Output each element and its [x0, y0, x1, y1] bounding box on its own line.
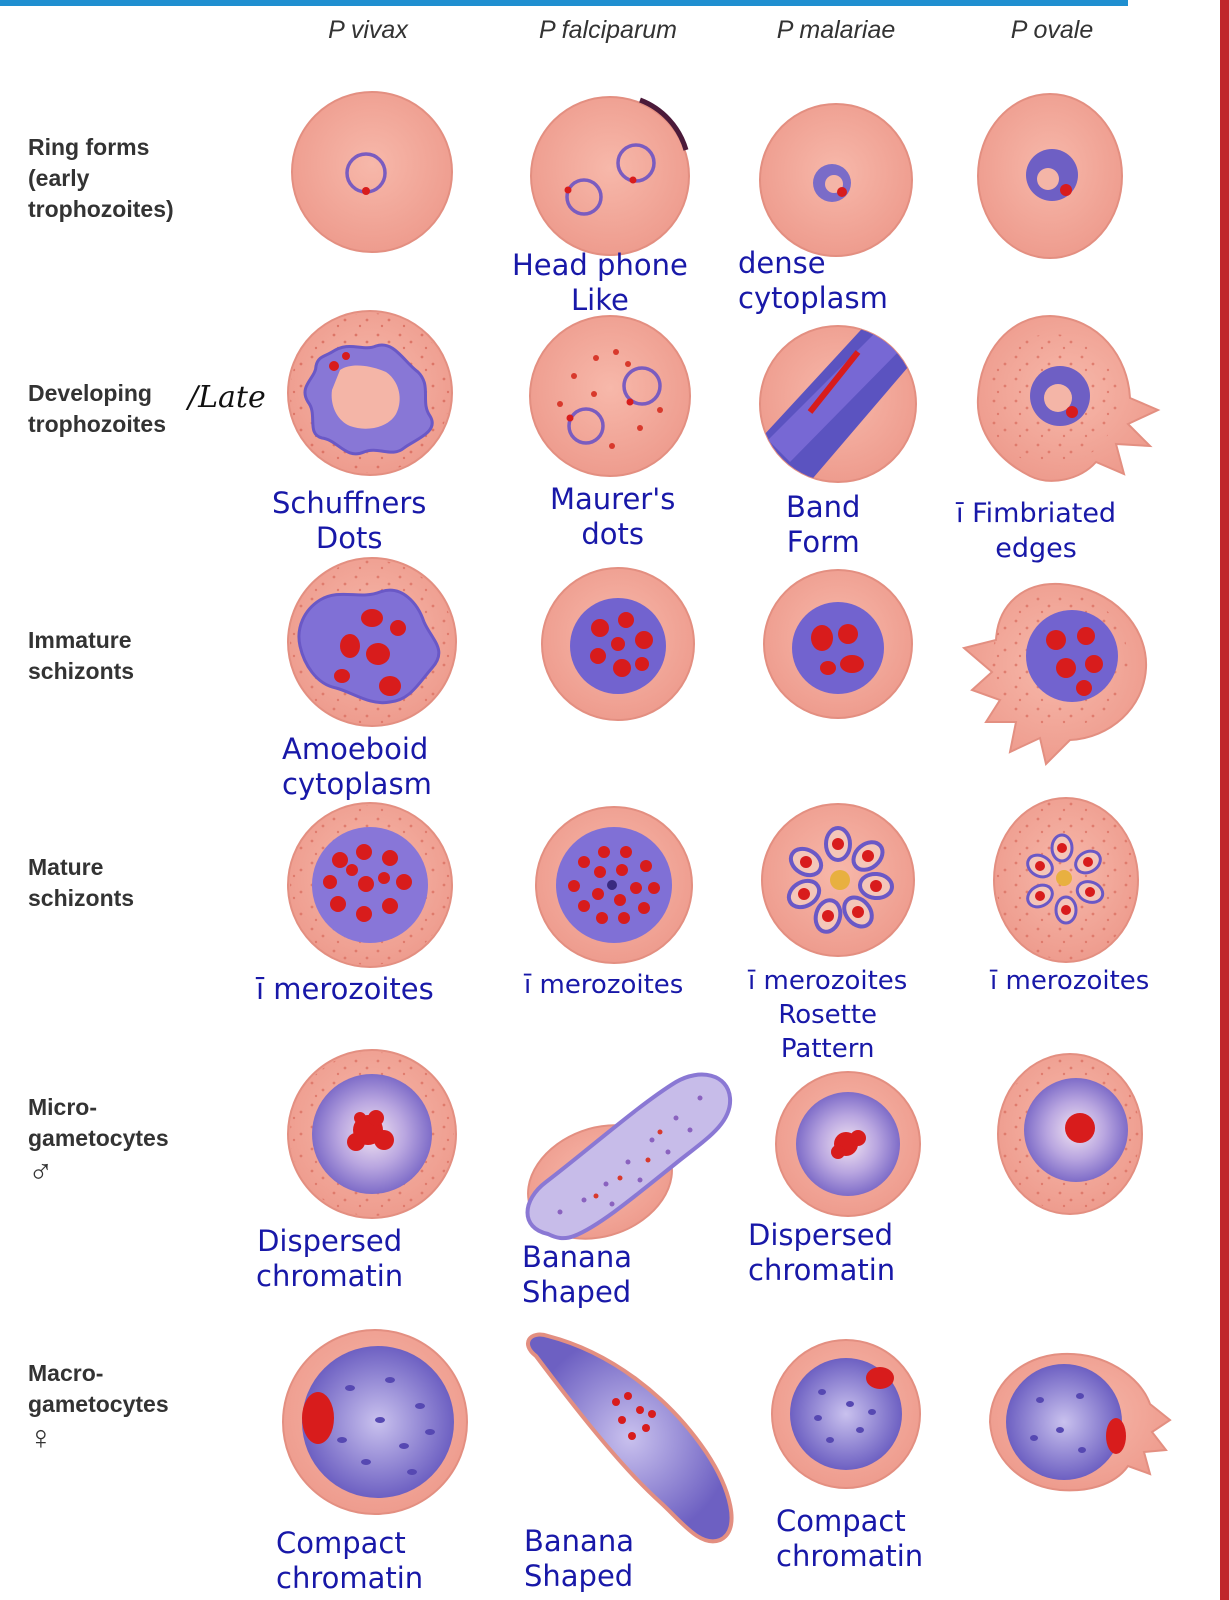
cell-microgametocyte-vivax — [288, 1050, 456, 1218]
note-maurers-dots: Maurer's dots — [550, 482, 675, 552]
note-merozoites-vivax: ī merozoites — [256, 972, 434, 1007]
note-line: chromatin — [776, 1539, 923, 1574]
cell-mature-schizont-ovale — [994, 798, 1138, 962]
cell-troph-malariae — [752, 320, 926, 484]
note-line: chromatin — [748, 1253, 895, 1288]
note-line: cytoplasm — [282, 767, 432, 802]
note-dispersed-chromatin-vivax: Dispersed chromatin — [256, 1224, 403, 1294]
cell-macrogametocyte-vivax — [283, 1330, 467, 1514]
cell-ring-vivax — [292, 92, 452, 252]
note-band-form: Band Form — [786, 490, 860, 560]
cell-troph-ovale — [978, 316, 1158, 481]
note-banana-shaped-macro: Banana Shaped — [524, 1524, 634, 1594]
cell-microgametocyte-malariae — [776, 1072, 920, 1216]
cell-ring-falciparum — [531, 97, 689, 255]
note-line: Maurer's — [550, 482, 675, 517]
note-banana-shaped-micro: Banana Shaped — [522, 1240, 632, 1310]
note-line: Rosette — [748, 998, 907, 1032]
cell-mature-schizont-vivax — [288, 803, 452, 967]
note-compact-chromatin-malariae: Compact chromatin — [776, 1504, 923, 1574]
note-line: Dispersed — [748, 1218, 895, 1253]
cell-macrogametocyte-falciparum — [528, 1335, 732, 1542]
note-line: Dots — [272, 521, 426, 556]
cell-macrogametocyte-malariae — [772, 1340, 920, 1488]
cell-immature-schizont-vivax — [288, 558, 456, 726]
note-merozoites-rosette: ī merozoites Rosette Pattern — [748, 964, 907, 1066]
note-schuffners-dots: Schuffners Dots — [272, 486, 426, 556]
right-border — [1220, 0, 1229, 1600]
note-line: cytoplasm — [738, 281, 888, 316]
note-line: edges — [956, 531, 1116, 566]
note-line: Banana — [524, 1524, 634, 1559]
note-line: Head phone — [512, 248, 688, 283]
note-dense-cytoplasm: dense cytoplasm — [738, 246, 888, 316]
note-line: dots — [550, 517, 675, 552]
note-line: Form — [786, 525, 860, 560]
cell-microgametocyte-ovale — [998, 1054, 1142, 1214]
note-line: Pattern — [748, 1032, 907, 1066]
note-merozoites-ovale: ī merozoites — [990, 964, 1149, 999]
note-line: Shaped — [522, 1275, 632, 1310]
cell-troph-falciparum — [530, 316, 690, 476]
note-line: ī merozoites — [748, 964, 907, 998]
note-dispersed-chromatin-malariae: Dispersed chromatin — [748, 1218, 895, 1288]
note-compact-chromatin-vivax: Compact chromatin — [276, 1526, 423, 1596]
note-line: Schuffners — [272, 486, 426, 521]
cell-ring-malariae — [760, 104, 912, 256]
note-line: Banana — [522, 1240, 632, 1275]
note-line: Shaped — [524, 1559, 634, 1594]
cell-microgametocyte-falciparum — [512, 1075, 730, 1258]
cell-immature-schizont-falciparum — [542, 568, 694, 720]
cell-mature-schizont-malariae — [762, 804, 914, 956]
cell-troph-vivax — [288, 311, 452, 475]
note-line: Band — [786, 490, 860, 525]
note-line: Dispersed — [256, 1224, 403, 1259]
note-line: Compact — [276, 1526, 423, 1561]
note-line: chromatin — [256, 1259, 403, 1294]
note-line: Like — [512, 283, 688, 318]
note-line: Amoeboid — [282, 732, 432, 767]
note-line: Compact — [776, 1504, 923, 1539]
note-merozoites-falciparum: ī merozoites — [524, 968, 683, 1003]
note-fimbriated-edges: ī Fimbriated edges — [956, 496, 1116, 566]
note-line: ī Fimbriated — [956, 496, 1116, 531]
cell-immature-schizont-malariae — [764, 570, 912, 718]
note-headphone-like: Head phone Like — [512, 248, 688, 318]
cell-ring-ovale — [978, 94, 1122, 258]
note-line: dense — [738, 246, 888, 281]
cell-mature-schizont-falciparum — [536, 807, 692, 963]
cell-macrogametocyte-ovale — [990, 1354, 1170, 1490]
note-line: chromatin — [276, 1561, 423, 1596]
cell-immature-schizont-ovale — [964, 584, 1146, 764]
note-amoeboid-cytoplasm: Amoeboid cytoplasm — [282, 732, 432, 802]
